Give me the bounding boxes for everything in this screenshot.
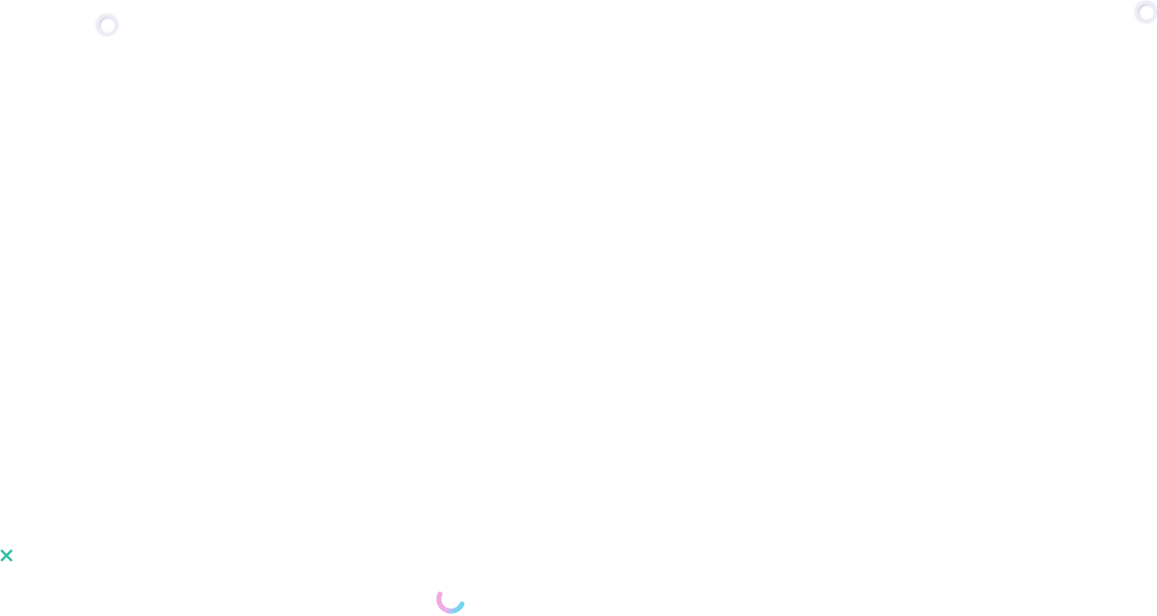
loading-spinner-icon — [1135, 1, 1157, 23]
close-icon[interactable] — [0, 549, 13, 562]
loading-arc-icon — [436, 591, 465, 614]
loading-spinner-icon — [96, 14, 118, 36]
